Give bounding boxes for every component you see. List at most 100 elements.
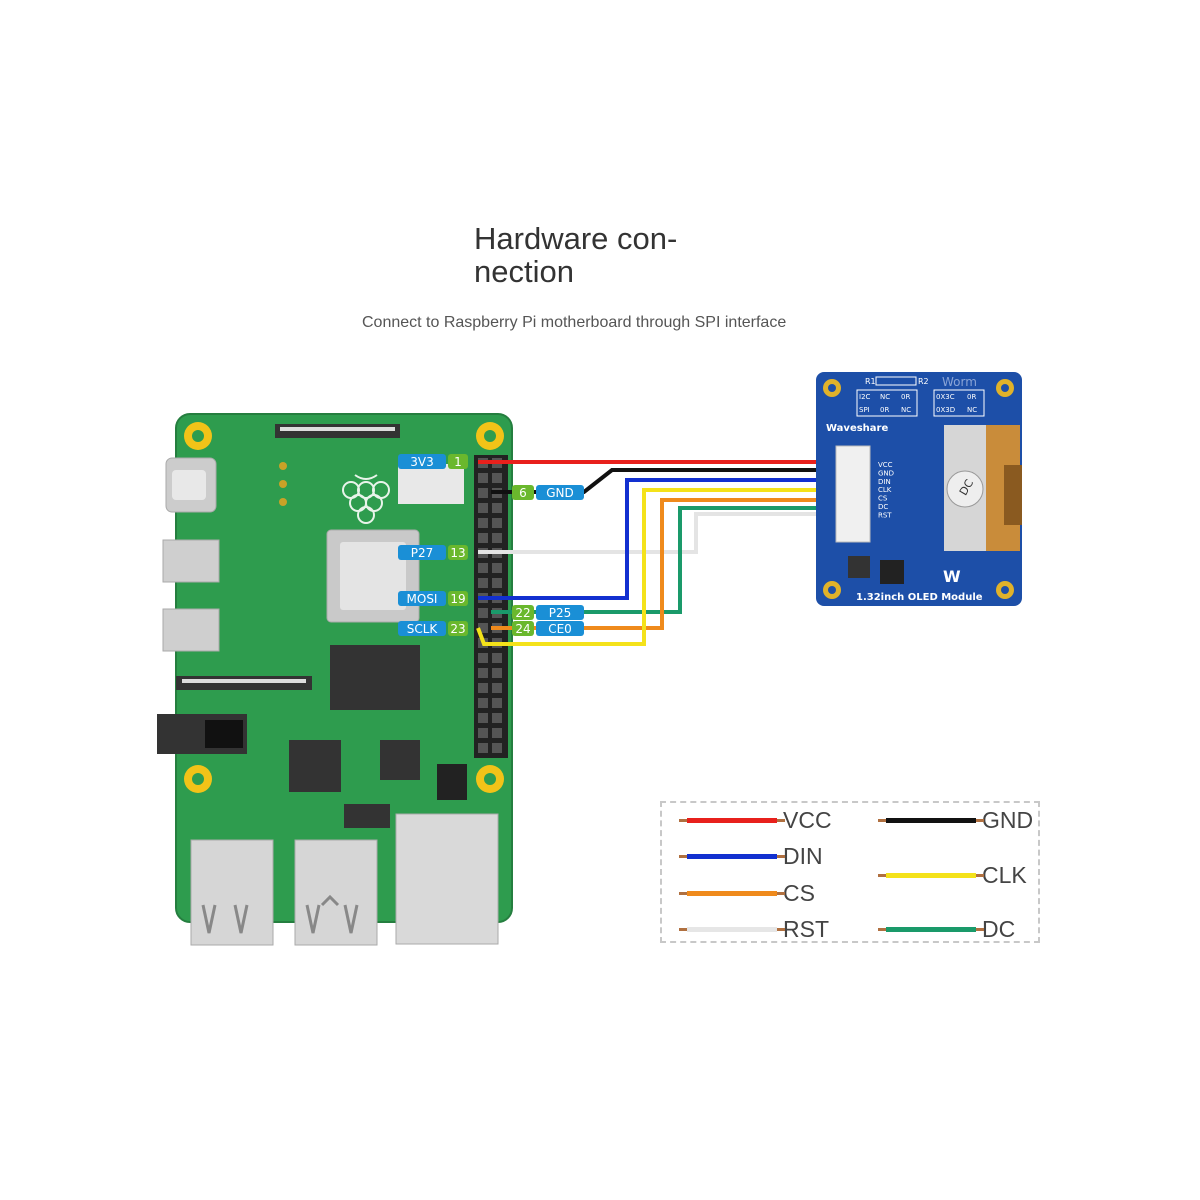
legend-item-vcc: VCC — [679, 807, 832, 834]
gpio-header — [474, 455, 508, 758]
svg-text:NC: NC — [901, 406, 911, 414]
legend-swatch-cs — [679, 891, 785, 896]
gpio-pin — [478, 473, 488, 483]
gpio-pin — [478, 698, 488, 708]
svg-text:0X3D: 0X3D — [936, 406, 955, 414]
gpio-pin — [492, 533, 502, 543]
svg-text:SCLK: SCLK — [407, 622, 439, 636]
svg-text:0R: 0R — [901, 393, 910, 401]
legend-swatch-rst — [679, 927, 785, 932]
legend-label-vcc: VCC — [783, 807, 832, 833]
svg-text:13: 13 — [450, 546, 465, 560]
wires — [476, 460, 844, 646]
gpio-pin — [492, 713, 502, 723]
gpio-pin — [478, 503, 488, 513]
pin-label-mosi: MOSI 19 — [398, 591, 468, 606]
gpio-pin — [478, 728, 488, 738]
title-line-1: Hardware con- — [474, 221, 678, 256]
gpio-pin — [492, 578, 502, 588]
svg-text:0R: 0R — [880, 406, 889, 414]
legend-swatch-clk — [878, 873, 984, 878]
legend-swatch-din — [679, 854, 785, 859]
legend-label-gnd: GND — [982, 807, 1034, 833]
legend-swatch-vcc — [679, 818, 785, 823]
oled-module: R1 R2 Worm I2C NC 0R SPI 0R NC 0X3C 0R 0… — [816, 372, 1022, 606]
legend-item-rst: RST — [679, 916, 829, 943]
legend-label-dc: DC — [982, 916, 1016, 942]
gpio-pin — [478, 488, 488, 498]
raspberry-logo-icon — [342, 474, 390, 524]
gpio-pin — [478, 653, 488, 663]
wire-clk — [476, 488, 844, 646]
gpio-pin — [478, 533, 488, 543]
gpio-pin — [478, 563, 488, 573]
legend-label-rst: RST — [783, 916, 829, 942]
svg-text:Worm: Worm — [942, 375, 977, 389]
module-pin-label: VCC — [878, 461, 893, 469]
svg-text:Waveshare: Waveshare — [826, 423, 888, 434]
gpio-pin — [492, 668, 502, 678]
gpio-pin — [478, 683, 488, 693]
gpio-pin — [492, 503, 502, 513]
svg-text:SPI: SPI — [859, 406, 870, 414]
pin-label-ce0: 24 CE0 — [512, 621, 584, 636]
module-pin-label: CS — [878, 495, 888, 503]
wire-dc — [491, 506, 844, 614]
gpio-pin — [478, 578, 488, 588]
gpio-pin — [478, 743, 488, 753]
pin-label-sclk: SCLK 23 — [398, 621, 468, 636]
svg-text:GND: GND — [546, 486, 574, 500]
svg-text:3V3: 3V3 — [410, 455, 433, 469]
pin-labels: 3V3 1 P27 13 MOSI 19 SCLK 23 6 GND — [398, 454, 584, 636]
gpio-pin — [492, 683, 502, 693]
gpio-pin — [492, 473, 502, 483]
wire-rst — [478, 512, 844, 554]
svg-text:0R: 0R — [967, 393, 976, 401]
gpio-pin — [478, 608, 488, 618]
gpio-pin — [492, 518, 502, 528]
gpio-pin — [492, 653, 502, 663]
legend-item-cs: CS — [679, 880, 815, 907]
legend-item-gnd: GND — [878, 807, 1034, 834]
svg-text:P27: P27 — [411, 546, 434, 560]
gpio-pin — [478, 623, 488, 633]
gpio-pin — [492, 698, 502, 708]
legend-swatch-dc — [878, 927, 984, 932]
title-line-2: nection — [474, 254, 574, 289]
module-pin-label: DC — [878, 503, 888, 511]
pin-label-p25: 22 P25 — [512, 605, 584, 620]
legend-item-clk: CLK — [878, 862, 1027, 889]
wire-color-legend: VCC GND DIN CLK CS RST DC — [660, 801, 1040, 943]
svg-text:P25: P25 — [549, 606, 572, 620]
gpio-pin — [492, 563, 502, 573]
svg-text:1.32inch OLED Module: 1.32inch OLED Module — [856, 592, 983, 603]
pin-label-3v3: 3V3 1 — [398, 454, 468, 469]
svg-text:22: 22 — [515, 606, 530, 620]
gpio-pin — [478, 713, 488, 723]
legend-item-dc: DC — [878, 916, 1016, 943]
svg-text:23: 23 — [450, 622, 465, 636]
svg-text:1: 1 — [454, 455, 462, 469]
wire-din — [478, 478, 844, 600]
pin-label-gnd: 6 GND — [512, 485, 584, 500]
pin-label-p27: P27 13 — [398, 545, 468, 560]
gpio-pin — [492, 728, 502, 738]
svg-text:MOSI: MOSI — [407, 592, 438, 606]
diagram-title: Hardware con- nection — [474, 222, 714, 288]
svg-text:R1: R1 — [865, 377, 876, 386]
legend-label-cs: CS — [783, 880, 815, 906]
svg-text:6: 6 — [519, 486, 527, 500]
svg-text:24: 24 — [515, 622, 530, 636]
svg-text:19: 19 — [450, 592, 465, 606]
svg-text:W: W — [943, 567, 961, 586]
module-pin-label: GND — [878, 469, 894, 477]
raspberry-pi-board — [157, 413, 513, 946]
diagram-subtitle: Connect to Raspberry Pi motherboard thro… — [362, 314, 787, 331]
legend-item-din: DIN — [679, 843, 823, 870]
gpio-pin — [478, 518, 488, 528]
gpio-pin — [478, 668, 488, 678]
module-pin-label: RST — [878, 511, 892, 519]
svg-text:R2: R2 — [918, 377, 929, 386]
svg-text:0X3C: 0X3C — [936, 393, 955, 401]
